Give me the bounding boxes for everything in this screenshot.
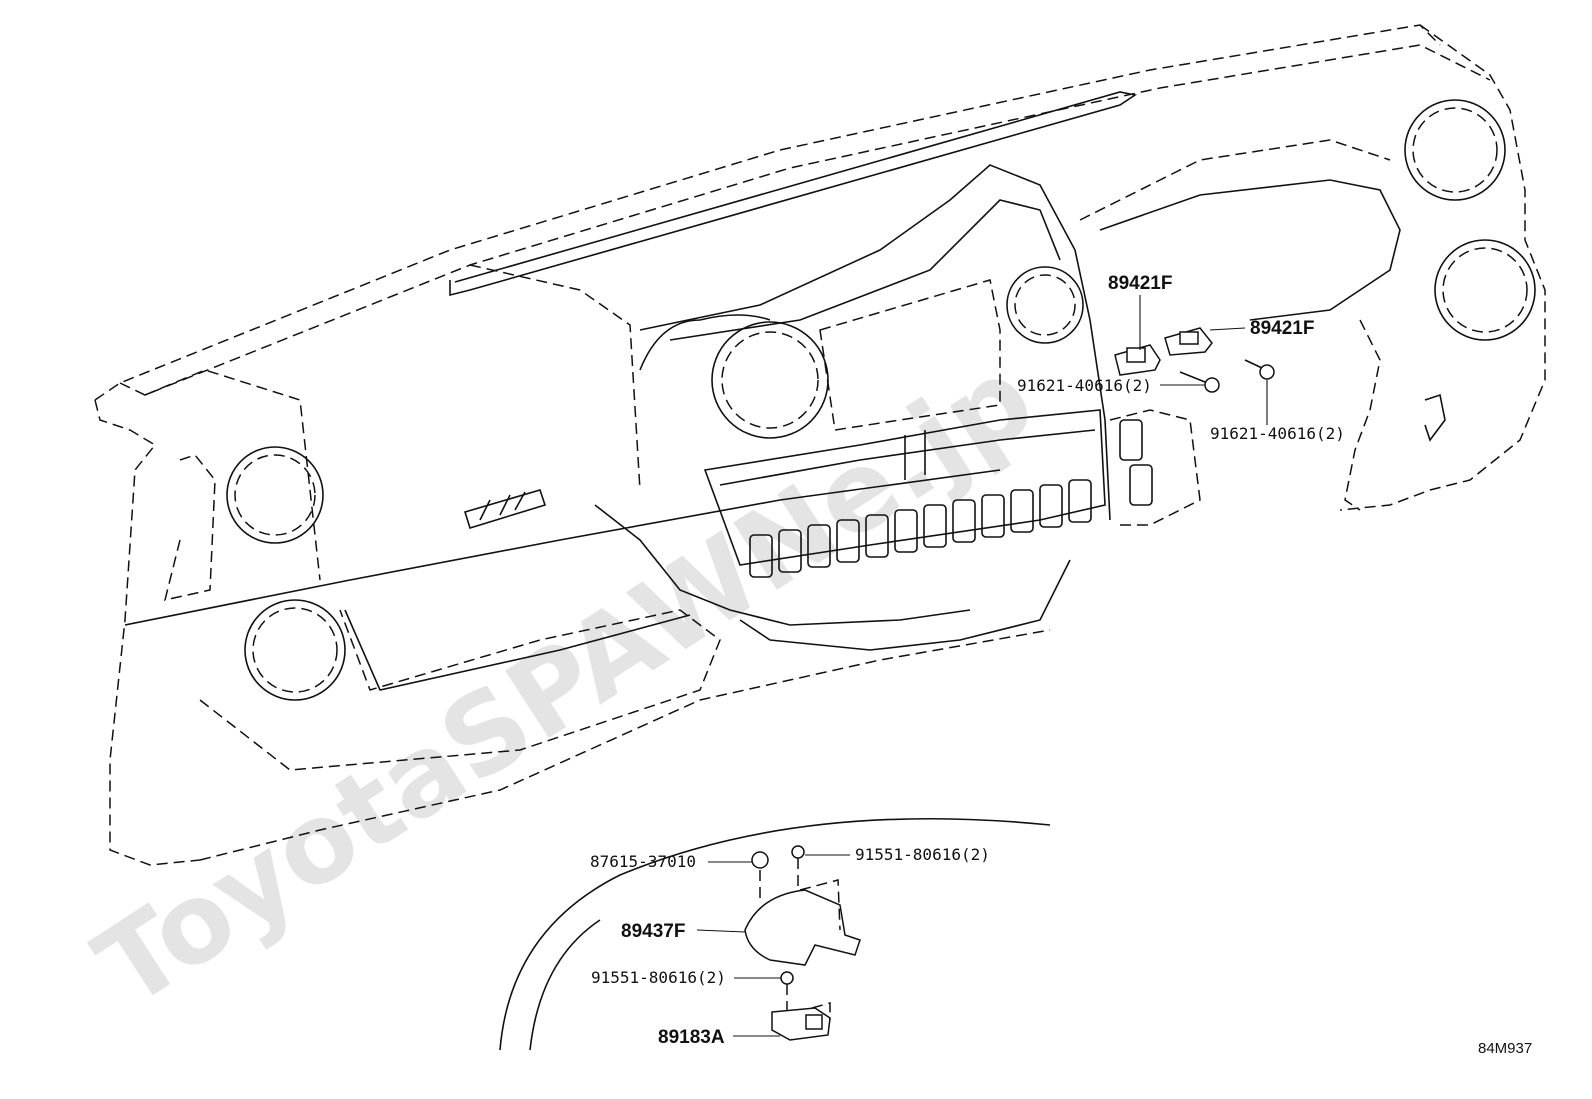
label-bolt-right: 91621-40616(2) — [1210, 424, 1345, 443]
label-clip: 87615-37010 — [590, 852, 696, 871]
instrument-panel-outline — [94, 24, 1546, 866]
sensor-right-part — [1164, 327, 1213, 356]
air-vents — [226, 99, 1536, 701]
label-bolt-left: 91621-40616(2) — [1017, 376, 1152, 395]
leader-lines — [696, 295, 1268, 1037]
diagram-code: 84M937 — [1478, 1040, 1532, 1057]
clip-part — [751, 851, 769, 900]
label-sensor-right: 89421F — [1250, 318, 1314, 339]
label-sensor-left: 89421F — [1108, 273, 1172, 294]
label-cover: 89437F — [621, 921, 685, 942]
label-screw-lower: 91551-80616(2) — [591, 968, 726, 987]
cover-part — [744, 879, 861, 966]
label-sensor-unit: 89183A — [658, 1027, 725, 1048]
floor-outline — [499, 818, 1051, 1051]
sensor-unit-part — [771, 1002, 831, 1041]
handle-slot — [463, 489, 547, 529]
center-louvers — [749, 419, 1153, 578]
sensor-left-part — [1114, 344, 1161, 376]
label-screw-upper: 91551-80616(2) — [855, 845, 990, 864]
bolts-upper — [1179, 359, 1275, 393]
watermark-text: ToyotaSPAWNe.jp — [74, 333, 1055, 1032]
